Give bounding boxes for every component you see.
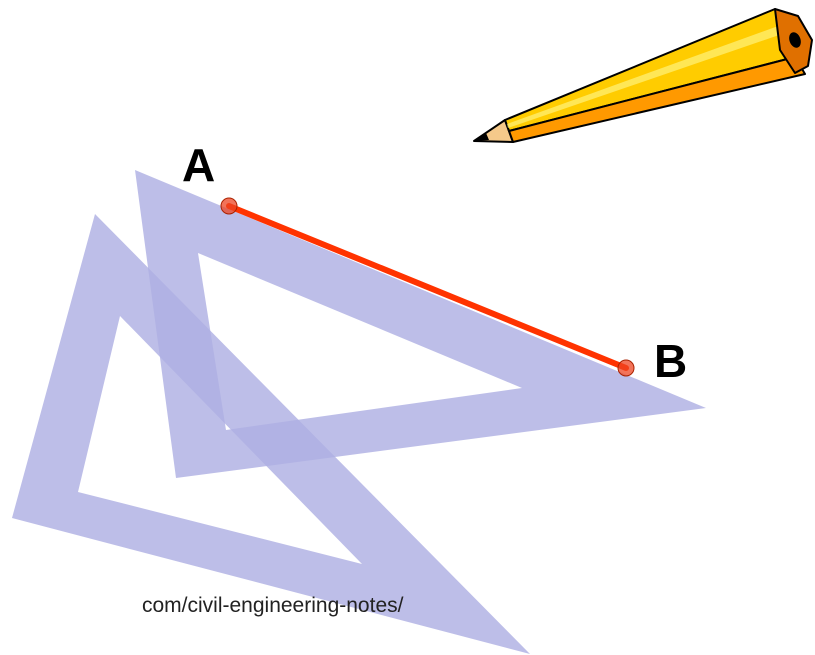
point-a-marker	[220, 197, 238, 215]
point-b-label: B	[654, 335, 687, 387]
point-a-label: A	[182, 139, 215, 191]
set-square-30-60-icon	[135, 170, 706, 478]
line-segment-ab	[226, 203, 629, 371]
point-b-marker	[617, 359, 635, 377]
url-fragment-text: com/civil-engineering-notes/	[142, 594, 404, 617]
pencil-icon	[473, 8, 813, 143]
